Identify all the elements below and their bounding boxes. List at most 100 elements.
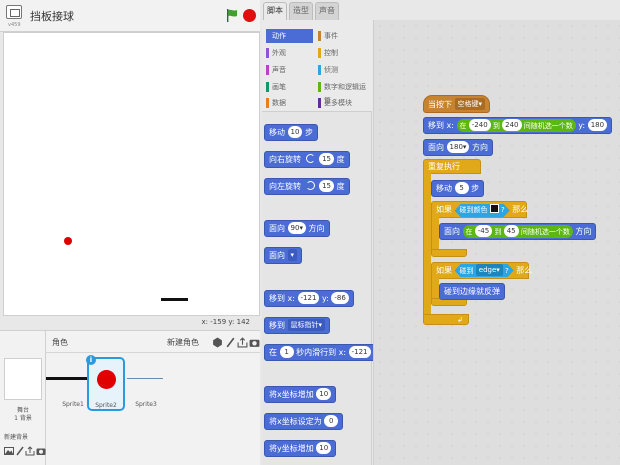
- block-label: 到: [494, 228, 502, 236]
- color-swatch[interactable]: [490, 204, 499, 213]
- paintbrush-icon[interactable]: [225, 337, 236, 348]
- number-input[interactable]: 10: [316, 442, 332, 454]
- category-control[interactable]: 控制: [318, 46, 370, 60]
- camera-icon[interactable]: [249, 337, 260, 348]
- category-looks[interactable]: 外观: [266, 46, 313, 60]
- version-label: v459: [8, 22, 21, 28]
- stage-thumbnail[interactable]: [4, 358, 42, 400]
- pick-random-block[interactable]: 在 -45 到 45 间随机选一个数: [462, 225, 573, 238]
- coords-y: 142: [236, 318, 250, 326]
- palette-goto-block[interactable]: 移到 鼠标指针▾: [264, 317, 331, 334]
- stage-label: 舞台: [16, 407, 29, 414]
- library-icon[interactable]: [212, 337, 223, 348]
- point-random-direction-block[interactable]: 面向 在 -45 到 45 间随机选一个数 方向: [439, 223, 597, 240]
- number-input[interactable]: 240: [502, 119, 522, 131]
- secs-input[interactable]: 1: [279, 346, 294, 358]
- number-input[interactable]: -45: [474, 225, 493, 237]
- palette-turn-right-block[interactable]: 向右旋转 15 度: [264, 151, 350, 168]
- camera-icon[interactable]: [36, 446, 46, 456]
- block-label: 那么: [516, 266, 533, 275]
- number-input[interactable]: 15: [319, 180, 335, 192]
- block-label: 到: [492, 122, 500, 130]
- if-touching-edge-block[interactable]: 如果 碰到 edge▾ ? 那么: [431, 262, 532, 308]
- block-label: ?: [505, 267, 509, 275]
- stage-ball-sprite[interactable]: [64, 237, 72, 245]
- palette-turn-left-block[interactable]: 向左旋转 15 度: [264, 178, 350, 195]
- palette-glide-block[interactable]: 在 1 秒内滑行到 x: -121 y:: [264, 344, 385, 361]
- y-input[interactable]: 180: [587, 119, 608, 131]
- number-input[interactable]: 0: [324, 415, 339, 427]
- key-dropdown[interactable]: 空格键▾: [454, 98, 486, 110]
- block-label: 将x坐标增加: [269, 390, 314, 399]
- stage-canvas[interactable]: [3, 32, 260, 316]
- number-input[interactable]: 15: [319, 153, 335, 165]
- sprite-item-selected[interactable]: i Sprite2: [86, 355, 125, 411]
- category-data[interactable]: 数据: [266, 96, 313, 110]
- palette-goto-xy-block[interactable]: 移到 x: -121 y: -86: [264, 290, 354, 307]
- block-label: y:: [578, 121, 586, 130]
- category-events[interactable]: 事件: [318, 29, 370, 43]
- tab-sounds[interactable]: 声音: [315, 2, 339, 20]
- block-label: 向左旋转: [269, 182, 301, 191]
- direction-dropdown[interactable]: 90▾: [287, 222, 306, 234]
- move-steps-block[interactable]: 移动 5 步: [431, 180, 485, 197]
- info-icon[interactable]: i: [86, 355, 96, 365]
- stop-icon[interactable]: [243, 9, 256, 22]
- stage-paddle-sprite[interactable]: [161, 298, 188, 301]
- palette-point-towards-block[interactable]: 面向 ▾: [264, 247, 303, 264]
- palette-change-x-block[interactable]: 将x坐标增加 10: [264, 386, 337, 403]
- palette-set-x-block[interactable]: 将x坐标设定为 0: [264, 413, 344, 430]
- block-label: 秒内滑行到 x:: [296, 348, 347, 357]
- palette-change-y-block[interactable]: 将y坐标增加 10: [264, 440, 337, 457]
- coords-x: -159: [210, 318, 227, 326]
- fullscreen-icon[interactable]: [6, 5, 22, 19]
- block-label: 间随机选一个数: [523, 122, 573, 130]
- number-input[interactable]: 5: [454, 182, 469, 194]
- tab-scripts[interactable]: 脚本: [263, 2, 287, 20]
- x-input[interactable]: -121: [348, 346, 371, 358]
- coords-x-label: x:: [201, 318, 209, 326]
- category-pen[interactable]: 画笔: [266, 80, 313, 94]
- category-sensing[interactable]: 侦测: [318, 63, 370, 77]
- goto-xy-block[interactable]: 移到 x: 在 -240 到 240 间随机选一个数 y: 180: [423, 117, 613, 134]
- y-input[interactable]: -86: [331, 292, 349, 304]
- touching-block[interactable]: 碰到 edge▾ ?: [455, 264, 514, 277]
- forever-block[interactable]: 重复执行 ↲: [423, 159, 543, 327]
- upload-icon[interactable]: [25, 446, 35, 456]
- target-dropdown[interactable]: 鼠标指针▾: [287, 319, 326, 331]
- if-header: 如果 碰到颜色 ? 那么: [431, 201, 528, 218]
- library-icon[interactable]: [4, 446, 14, 456]
- point-direction-block[interactable]: 面向 180▾ 方向: [423, 139, 493, 156]
- palette-move-block[interactable]: 移动 10 步: [264, 124, 319, 141]
- block-label: 方向: [471, 143, 488, 152]
- target-dropdown[interactable]: edge▾: [476, 264, 503, 276]
- category-operators[interactable]: 数字和逻辑运算: [318, 80, 372, 105]
- project-title[interactable]: 挡板接球: [30, 10, 74, 23]
- category-more-blocks[interactable]: 更多模块: [318, 96, 370, 110]
- number-input[interactable]: 10: [316, 388, 332, 400]
- paintbrush-icon[interactable]: [15, 446, 25, 456]
- upload-icon[interactable]: [237, 337, 248, 348]
- if-arm: [431, 217, 439, 251]
- script-area[interactable]: [373, 20, 620, 465]
- bounce-on-edge-block[interactable]: 碰到边缘就反弹: [439, 283, 505, 300]
- sprite-item[interactable]: Sprite3: [127, 357, 165, 413]
- direction-dropdown[interactable]: 180▾: [446, 141, 470, 153]
- category-motion[interactable]: 动作: [266, 29, 313, 43]
- when-key-pressed-block[interactable]: 当按下 空格键▾: [423, 95, 491, 113]
- block-label: 面向: [269, 251, 285, 260]
- number-input[interactable]: 10: [287, 126, 303, 138]
- sprite-item[interactable]: Sprite1: [46, 357, 92, 413]
- category-sound[interactable]: 声音: [266, 63, 313, 77]
- touching-color-block[interactable]: 碰到颜色 ?: [455, 204, 510, 217]
- tab-costumes[interactable]: 造型: [289, 2, 313, 20]
- green-flag-icon[interactable]: [226, 9, 238, 22]
- number-input[interactable]: 45: [503, 225, 519, 237]
- target-dropdown[interactable]: ▾: [287, 249, 298, 261]
- pick-random-block[interactable]: 在 -240 到 240 间随机选一个数: [456, 119, 576, 132]
- x-input[interactable]: -121: [297, 292, 320, 304]
- editor-tabs: 脚本 造型 声音: [262, 0, 372, 20]
- if-touching-color-block[interactable]: 如果 碰到颜色 ? 那么: [431, 201, 528, 259]
- number-input[interactable]: -240: [468, 119, 491, 131]
- palette-point-direction-block[interactable]: 面向 90▾ 方向: [264, 220, 330, 237]
